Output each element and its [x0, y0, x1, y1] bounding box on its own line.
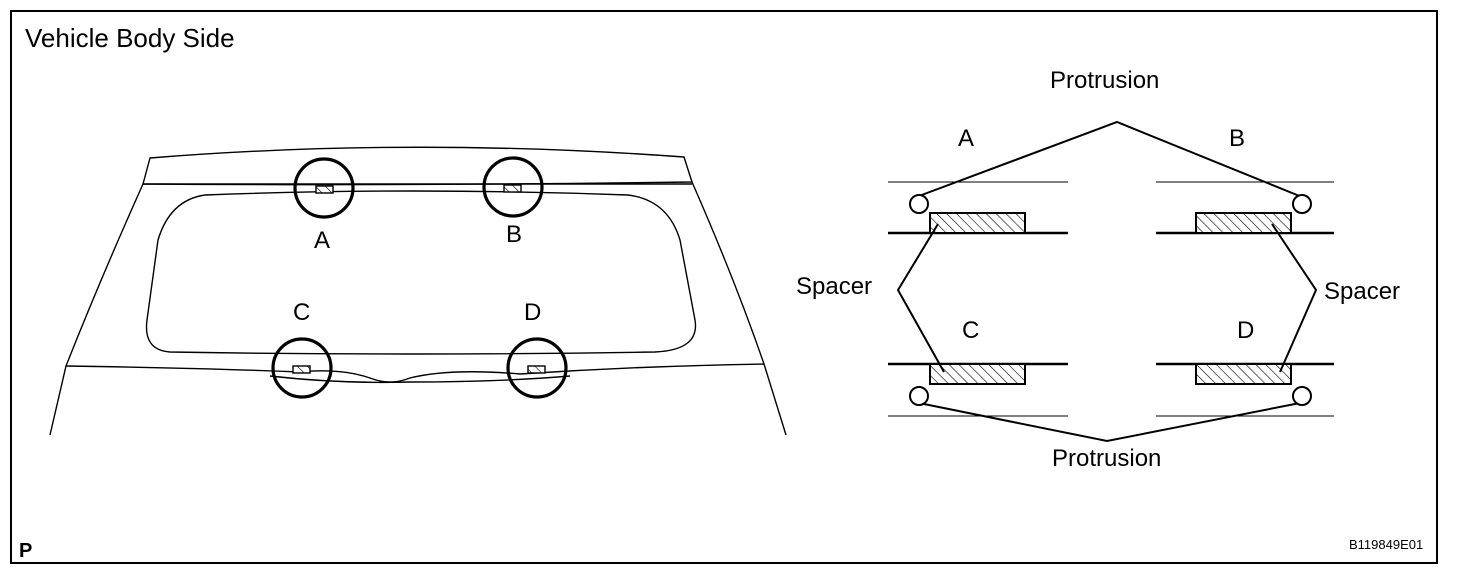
point-d-label: D	[524, 299, 541, 326]
point-a-circle	[293, 157, 355, 219]
point-d-spacer-small	[527, 365, 546, 374]
protrusion-bottom-leader	[918, 402, 1301, 443]
protrusion-dot-c	[909, 386, 929, 406]
spacer-left-label: Spacer	[796, 273, 872, 300]
protrusion-top-leader	[918, 120, 1303, 198]
spacer-right-label: Spacer	[1324, 278, 1400, 305]
detail-point-a-label: A	[958, 125, 974, 152]
detail-point-b-label: B	[1229, 125, 1245, 152]
point-b-marker: B	[482, 156, 544, 248]
spacer-b	[1195, 212, 1292, 234]
point-d-marker: D	[506, 299, 568, 399]
point-c-spacer-small	[292, 365, 311, 374]
point-b-label: B	[506, 221, 522, 248]
point-c-label: C	[293, 299, 310, 326]
point-c-marker: C	[271, 299, 333, 399]
left-body-side	[49, 183, 144, 436]
detail-point-c-label: C	[962, 317, 979, 344]
point-a-label: A	[314, 227, 330, 254]
title-label: Vehicle Body Side	[25, 23, 235, 53]
spacer-d	[1195, 363, 1292, 385]
lower-body-line-2	[269, 375, 571, 384]
point-d-circle	[506, 337, 568, 399]
protrusion-dot-d	[1292, 386, 1312, 406]
protrusion-bottom-label: Protrusion	[1052, 445, 1161, 472]
point-a-spacer-small	[315, 185, 334, 194]
point-b-spacer-small	[503, 184, 522, 193]
spacer-detail-view: Protrusion Protrusion Spacer Spacer A B …	[796, 67, 1400, 472]
right-body-side	[691, 181, 787, 436]
detail-point-d-label: D	[1237, 317, 1254, 344]
protrusion-top-label: Protrusion	[1050, 67, 1159, 94]
protrusion-dot-a	[909, 194, 929, 214]
rear-window-outline	[145, 190, 697, 355]
spacer-right-leader	[1271, 223, 1318, 373]
figure-id: B119849E01	[1349, 537, 1423, 552]
vehicle-rear-view: A B C D	[49, 146, 787, 436]
spacer-a	[929, 212, 1026, 234]
protrusion-dot-b	[1292, 194, 1312, 214]
point-b-circle	[482, 156, 544, 218]
point-c-circle	[271, 337, 333, 399]
figure-frame	[10, 10, 1438, 564]
spacer-c	[929, 363, 1026, 385]
spacer-left-leader	[896, 223, 945, 373]
point-a-marker: A	[293, 157, 355, 254]
corner-mark: P	[19, 540, 32, 562]
